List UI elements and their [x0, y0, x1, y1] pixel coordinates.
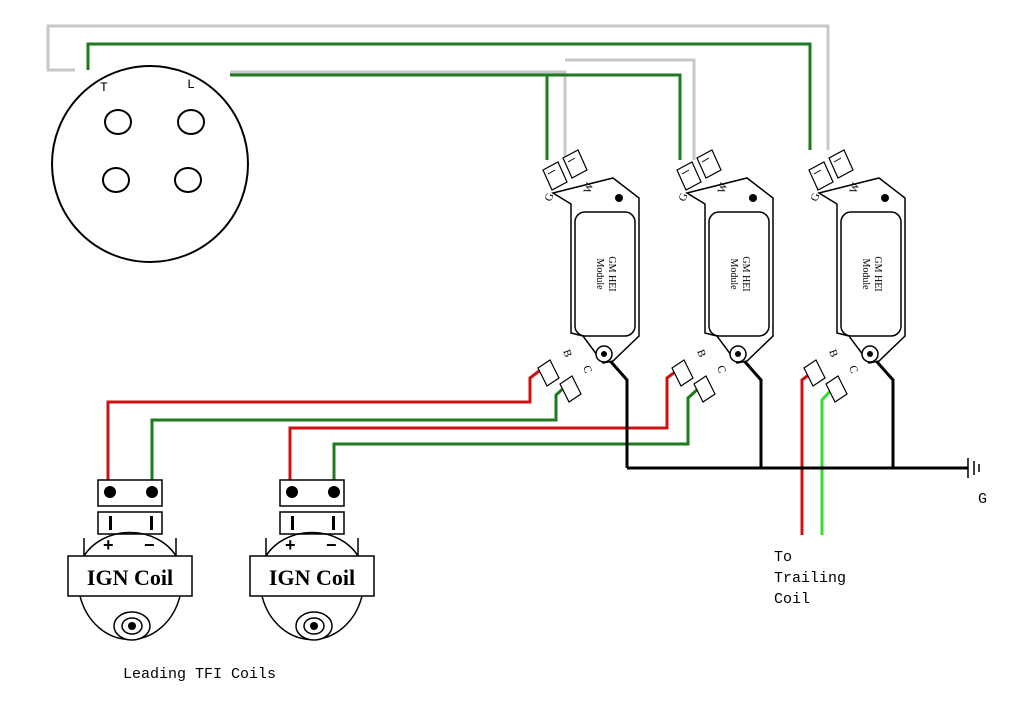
- trailing-label-line2: Trailing: [774, 570, 846, 587]
- wire-black-mod1: [603, 354, 629, 468]
- wire-gray-branch-1: [230, 70, 567, 160]
- module-connector-top: [676, 149, 722, 191]
- distributor-terminal-4: [174, 167, 202, 193]
- coil-terminal-pos: [286, 486, 298, 498]
- wire-green-branch-1: [230, 73, 682, 160]
- module-label-plate: [840, 211, 902, 337]
- ground-label: G: [978, 491, 987, 508]
- wire-black-mod2: [737, 354, 763, 468]
- module-label-line1: GM HEI: [740, 256, 751, 291]
- module-mount-hole-inner: [735, 351, 741, 357]
- coil-label-box: [67, 555, 193, 597]
- wire-green-coil2: [332, 385, 702, 485]
- ground-symbol: [967, 458, 980, 478]
- terminal-l-label: L: [187, 77, 195, 92]
- coil-label: IGN Coil: [87, 565, 173, 590]
- distributor-terminal-2: [177, 109, 205, 135]
- module-pin-g: G: [677, 191, 691, 203]
- hei-module-1: G W B C GM HEI Module: [537, 149, 640, 403]
- coil-minus-label: −: [144, 535, 155, 555]
- module-mount-hole-inner: [601, 351, 607, 357]
- coil-plus-label: +: [285, 535, 296, 555]
- coil-plus-label: +: [103, 535, 114, 555]
- ign-coil-1: + − IGN Coil: [67, 479, 193, 641]
- module-w-dot: [881, 194, 889, 202]
- coil-label-box: [249, 555, 375, 597]
- trailing-label-line3: Coil: [774, 591, 810, 608]
- wire-green-trailing: [820, 386, 835, 535]
- module-label-line2: Module: [728, 258, 739, 290]
- module-w-dot: [615, 194, 623, 202]
- coil-label: IGN Coil: [269, 565, 355, 590]
- trailing-label-line1: To: [774, 549, 792, 566]
- module-label-line2: Module: [594, 258, 605, 290]
- module-pin-b: B: [560, 348, 574, 359]
- module-pin-c: C: [580, 364, 594, 375]
- module-label-line1: GM HEI: [872, 256, 883, 291]
- module-label-plate: [708, 211, 770, 337]
- coil-terminal-neg: [328, 486, 340, 498]
- coil-tab-block: [279, 511, 345, 535]
- module-pin-w: W: [848, 181, 863, 195]
- module-label-plate: [574, 211, 636, 337]
- module-label-line1: GM HEI: [606, 256, 617, 291]
- module-connector-bottom: [803, 359, 848, 403]
- module-connector-top: [808, 149, 854, 191]
- module-connector-top: [542, 149, 588, 191]
- wire-gray-trunk: [46, 24, 830, 150]
- hei-module-3: G W B C GM HEI Module: [803, 149, 906, 403]
- module-pin-c: C: [846, 364, 860, 375]
- coil-tower-center: [128, 622, 136, 630]
- module-pin-w: W: [582, 181, 597, 195]
- module-connector-bottom: [671, 359, 716, 403]
- module-pin-g: G: [543, 191, 557, 203]
- coil-tower-center: [310, 622, 318, 630]
- module-connector-bottom: [537, 359, 582, 403]
- wire-gray-branch-2: [565, 58, 696, 160]
- module-pin-c: C: [714, 364, 728, 375]
- distributor-terminal-3: [102, 167, 130, 193]
- coil-minus-label: −: [326, 535, 337, 555]
- wire-red-trailing: [800, 368, 816, 535]
- module-w-dot: [749, 194, 757, 202]
- coil-terminal-pos: [104, 486, 116, 498]
- wire-black-mod3: [869, 354, 895, 468]
- module-pin-w: W: [716, 181, 731, 195]
- wire-green-coil1: [150, 383, 569, 485]
- module-pin-b: B: [826, 348, 840, 359]
- distributor-terminal-1: [104, 109, 132, 135]
- wire-red-coil2: [288, 366, 681, 485]
- coil-tab-neg: [332, 516, 335, 530]
- distributor-body: [51, 65, 249, 263]
- coil-tab-neg: [150, 516, 153, 530]
- wire-green-trunk: [86, 42, 812, 150]
- ign-coil-2: + − IGN Coil: [249, 479, 375, 641]
- leading-coils-label: Leading TFI Coils: [123, 666, 276, 683]
- coil-terminal-neg: [146, 486, 158, 498]
- module-label-line2: Module: [860, 258, 871, 290]
- distributor-cap: T L: [51, 65, 249, 263]
- terminal-t-label: T: [100, 80, 108, 95]
- coil-tab-block: [97, 511, 163, 535]
- hei-module-2: G W B C GM HEI Module: [671, 149, 774, 403]
- coil-tab-pos: [291, 516, 294, 530]
- module-pin-b: B: [694, 348, 708, 359]
- coil-tab-pos: [109, 516, 112, 530]
- module-pin-g: G: [809, 191, 823, 203]
- wire-red-coil1: [106, 366, 544, 485]
- module-mount-hole-inner: [867, 351, 873, 357]
